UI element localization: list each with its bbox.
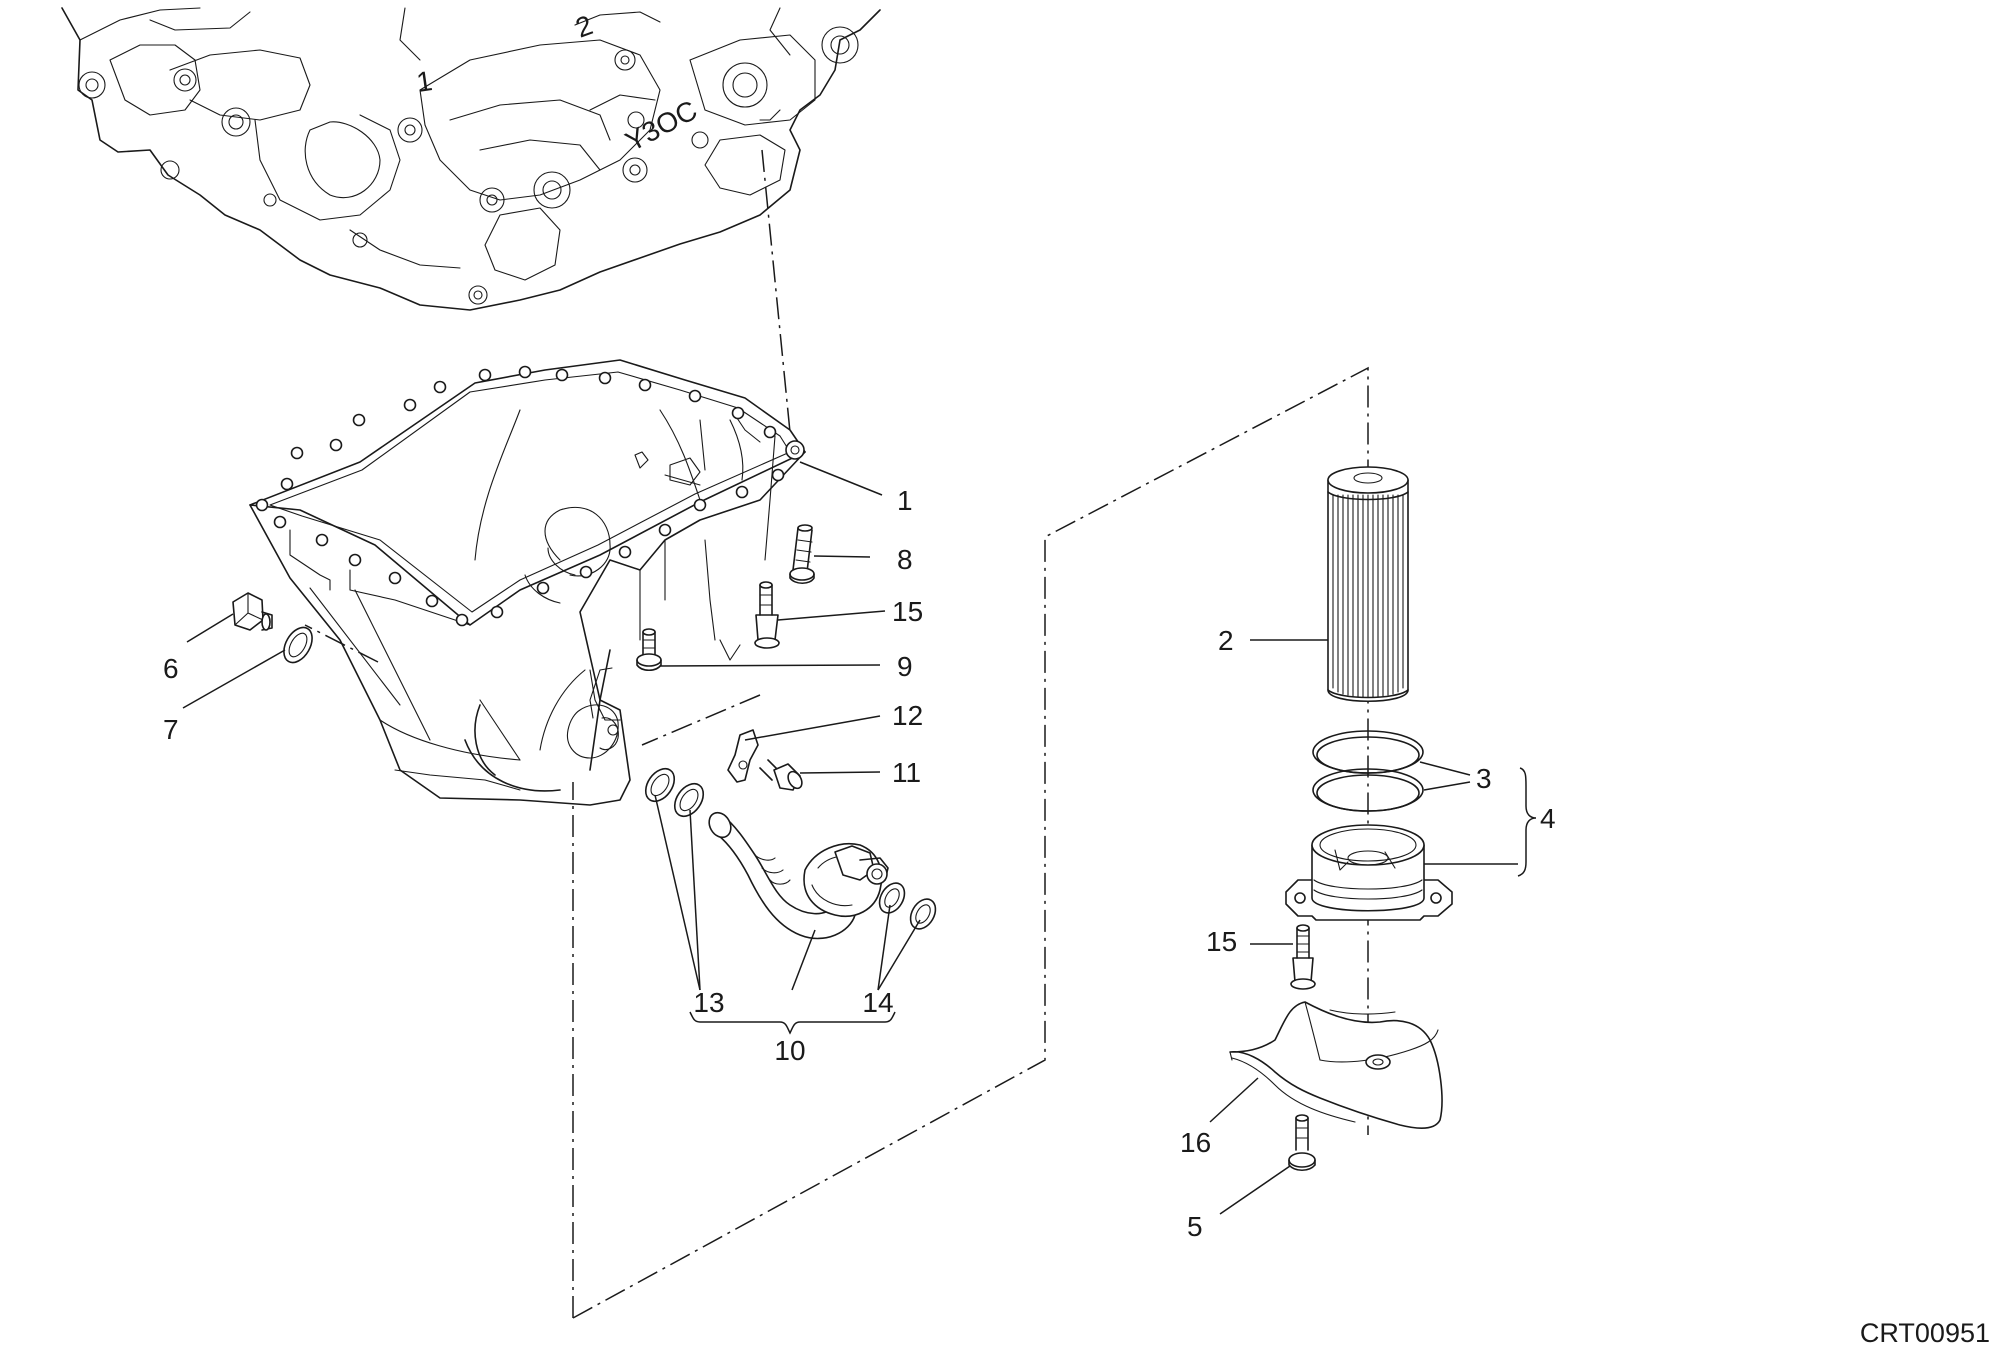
callout-13: 13 [693,987,724,1018]
callout-15-left: 15 [892,596,923,627]
sump-screw-15 [754,581,780,649]
o-rings-3 [1312,730,1424,812]
callout-8: 8 [897,544,913,575]
crankcase-drawing: 1 2 Y3OC [61,7,881,311]
crankcase-mark-2: 2 [571,9,596,43]
callout-6: 6 [163,653,179,684]
callout-10: 10 [774,1035,805,1066]
crankcase-code: Y3OC [620,94,702,157]
drain-plug-6 [232,592,273,631]
bracket-12 [727,729,759,783]
oil-pipe-10 [708,811,889,940]
callout-16: 16 [1180,1127,1211,1158]
callout-5: 5 [1187,1211,1203,1242]
leader-lines [182,461,1537,1215]
sump-screw-9 [636,628,662,672]
callout-1: 1 [897,485,913,516]
callout-labels: 1 8 15 9 12 11 6 7 13 14 10 2 3 4 15 16 … [163,485,1556,1242]
callout-3: 3 [1476,763,1492,794]
housing-screw-15 [1290,924,1316,990]
screw-11 [759,759,803,791]
washer-7 [283,626,313,664]
callout-12: 12 [892,700,923,731]
screw-5 [1288,1114,1316,1172]
oil-filter-2 [1327,466,1409,702]
guard-16 [1229,1001,1443,1130]
callout-4: 4 [1540,803,1556,834]
washers-13 [644,767,705,818]
filter-housing-4 [1285,824,1453,921]
callout-14: 14 [862,987,893,1018]
oil-sump [249,359,806,806]
crankcase-mark-1: 1 [415,65,435,98]
washers-14 [878,882,937,930]
callout-2: 2 [1218,625,1234,656]
callout-11: 11 [892,757,921,788]
callout-9: 9 [897,651,913,682]
callout-15-right: 15 [1206,926,1237,957]
drawing-code: CRT00951 [1860,1318,1990,1348]
callout-7: 7 [163,714,179,745]
sump-screw-8 [789,524,815,585]
